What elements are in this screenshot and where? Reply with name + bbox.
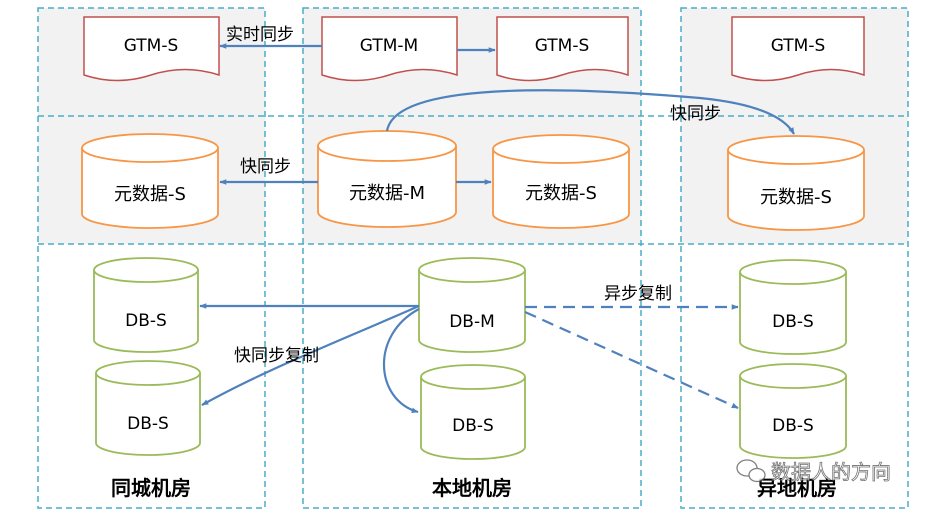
meta-same-city-cylinder (81, 133, 219, 229)
meta-same-city-label: 元数据-S (114, 184, 186, 205)
gtm-master-label: GTM-M (360, 36, 418, 56)
meta-local-slave-cylinder (492, 134, 630, 229)
meta-remote-cylinder (727, 135, 865, 231)
gtm-same-city-label: GTM-S (124, 36, 179, 56)
db-master-cylinder (418, 257, 526, 353)
db-remote-2-cylinder (739, 363, 847, 459)
room-label-same-city: 同城机房 (111, 476, 191, 500)
gtm-same-city-shape (83, 16, 220, 82)
meta-master-label: 元数据-M (349, 183, 425, 204)
edge-label-realtime-sync: 实时同步 (226, 25, 294, 45)
db-same-city-2-label: DB-S (127, 414, 169, 434)
db-local-slave-label: DB-S (452, 416, 494, 436)
column-frame-same-city (37, 7, 266, 509)
meta-master-cylinder (317, 130, 457, 228)
db-remote-1-label: DB-S (772, 312, 814, 332)
edge-label-fast-sync-remote: 快同步 (670, 104, 721, 124)
room-label-remote: 异地机房 (757, 476, 837, 500)
gtm-remote-shape (731, 16, 865, 82)
edge-label-async-replication: 异步复制 (604, 284, 672, 304)
edge-label-fast-sync-left: 快同步 (240, 157, 291, 177)
watermark: 数据人的方向 (736, 459, 891, 484)
db-same-city-2-cylinder (95, 360, 201, 456)
column-frame-remote (680, 7, 909, 509)
band-gap-1 (265, 8, 303, 244)
gtm-master-shape (321, 16, 458, 82)
arrow-db-to-local-slave (382, 308, 420, 414)
watermark-text: 数据人的方向 (771, 460, 891, 484)
arrow-db-async-remote-2 (524, 310, 739, 410)
wechat-icon (736, 459, 766, 483)
edge-label-fast-sync-replication: 快同步复制 (234, 346, 319, 366)
gtm-local-slave-shape (496, 16, 629, 82)
room-label-local: 本地机房 (432, 476, 512, 500)
db-same-city-1-cylinder (93, 257, 199, 353)
db-remote-2-label: DB-S (772, 416, 814, 436)
band-gap-2 (641, 8, 681, 244)
db-same-city-1-label: DB-S (125, 311, 167, 331)
arrow-meta-fast-sync-remote (385, 89, 795, 135)
meta-remote-label: 元数据-S (760, 187, 832, 208)
column-frame-local (302, 7, 642, 509)
gtm-local-slave-label: GTM-S (535, 36, 590, 56)
gtm-remote-label: GTM-S (771, 36, 826, 56)
db-remote-1-cylinder (739, 259, 847, 355)
meta-local-slave-label: 元数据-S (525, 183, 597, 204)
arrow-db-to-same-city-2 (201, 304, 420, 406)
db-local-slave-cylinder (420, 364, 526, 460)
db-master-label: DB-M (449, 312, 495, 332)
